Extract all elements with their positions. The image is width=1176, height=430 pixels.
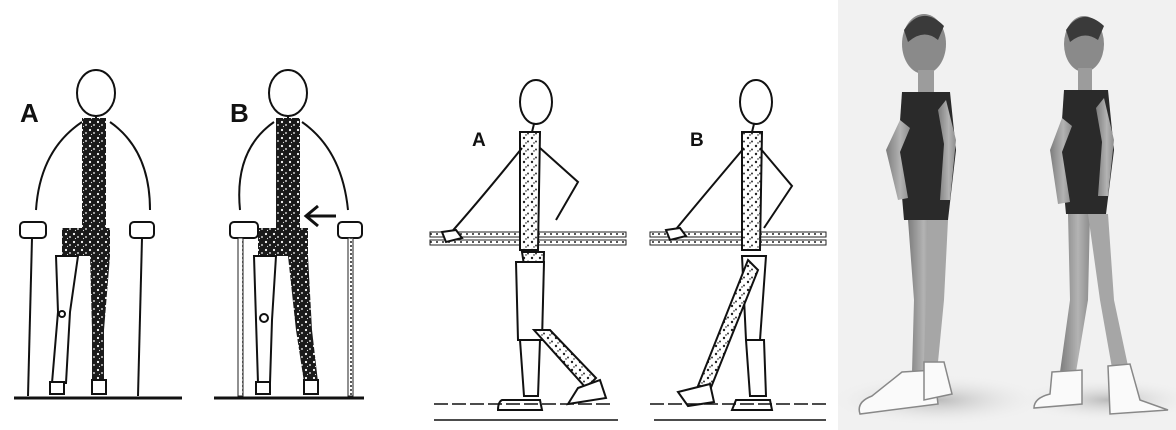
- label-side-a: A: [472, 130, 486, 152]
- side-figure-a: [430, 80, 626, 420]
- label-front-a: A: [20, 98, 39, 129]
- front-view-diagram: A B: [0, 0, 390, 430]
- front-figure-a: [14, 70, 182, 398]
- label-side-b: B: [690, 130, 704, 152]
- label-front-b: B: [230, 98, 249, 129]
- walking-photograph: [838, 0, 1176, 430]
- side-figure-b: [650, 80, 826, 420]
- side-view-diagram: A B: [410, 0, 830, 430]
